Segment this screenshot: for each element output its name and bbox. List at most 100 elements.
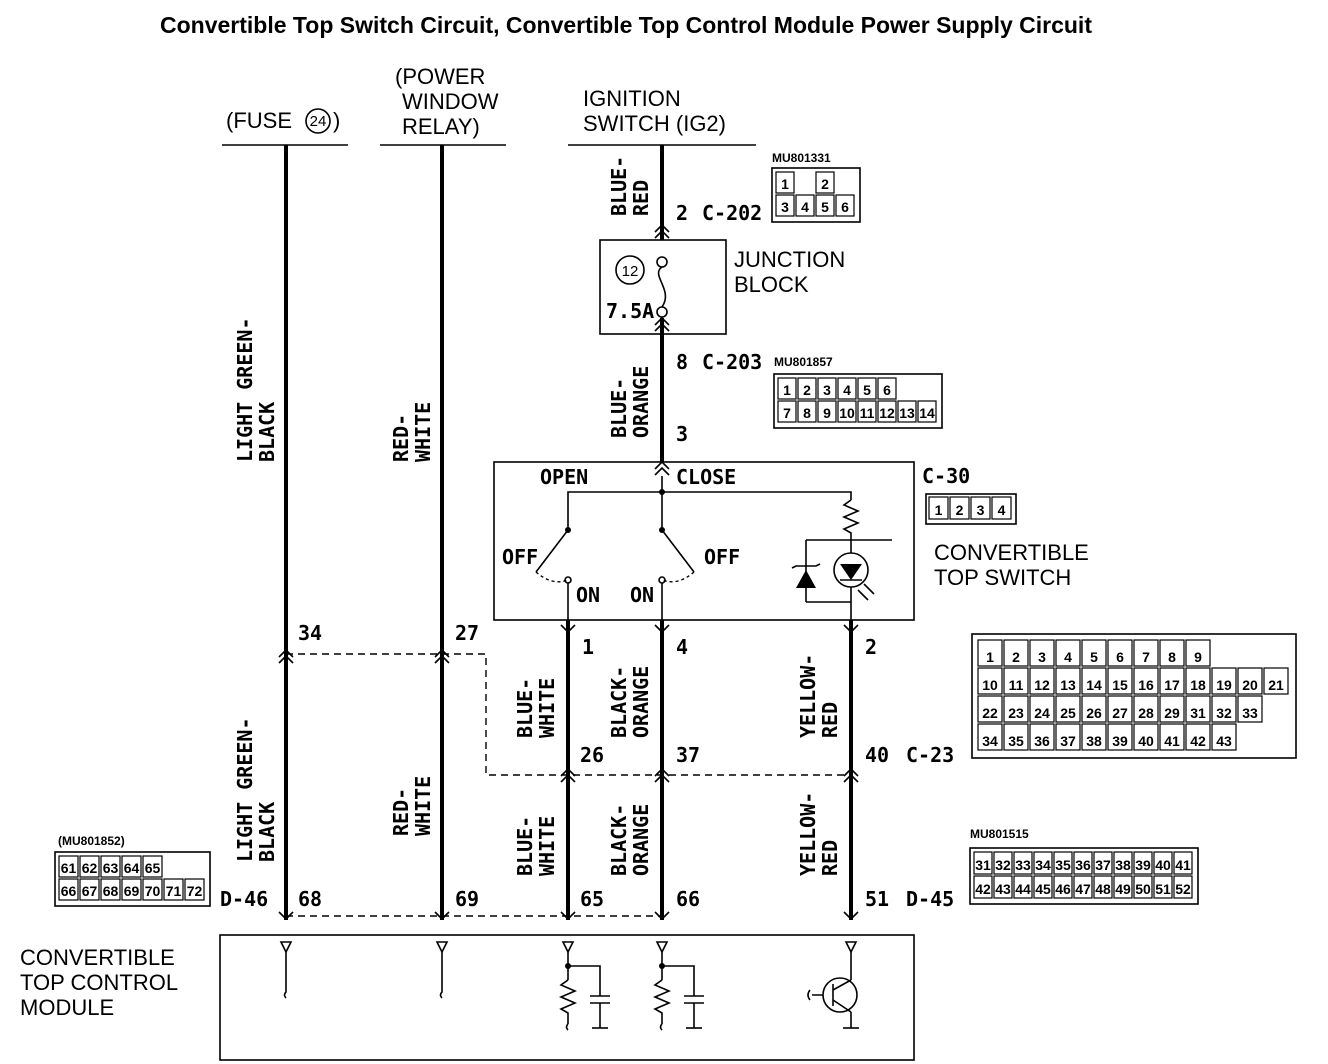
connector-pin-cell — [1107, 695, 1133, 723]
connector-pin-number: 40 — [1155, 857, 1171, 873]
fuse-label-close: ) — [333, 108, 340, 133]
connector-pin-number: 42 — [1190, 733, 1206, 749]
connector-pin-number: 27 — [1112, 705, 1128, 721]
connector-pin-cell — [163, 878, 184, 901]
connector-pin-cell — [1029, 639, 1055, 667]
pin-51: 51 — [865, 887, 889, 911]
connector-pin-cell — [991, 496, 1012, 520]
connector-pin-cell — [1033, 851, 1053, 875]
pin-40: 40 — [865, 743, 889, 767]
connector-pin-number: 22 — [982, 705, 998, 721]
connector-pin-number: 51 — [1155, 881, 1171, 897]
connector-pin-cell — [1093, 851, 1113, 875]
connector-pin-cell — [877, 377, 897, 400]
wire-label-blue-white-lower: BLUE- WHITE — [513, 816, 559, 876]
connector-pin-number: 14 — [919, 405, 935, 421]
connector-pin-number: 4 — [843, 382, 851, 398]
connector-pin-cell — [775, 194, 795, 217]
switch-name-line2: TOP SWITCH — [934, 565, 1071, 590]
connector-pin-number: 71 — [166, 883, 182, 899]
pin-2: 2 — [865, 635, 877, 659]
wire-label-red-white-upper: RED- WHITE — [389, 402, 435, 462]
open-switch-blade — [535, 529, 569, 573]
connector-pin-cell — [775, 171, 795, 194]
connector-pin-cell — [1211, 695, 1237, 723]
connector-pin-number: 17 — [1164, 677, 1180, 693]
fuse-element — [657, 266, 667, 308]
connector-pin-number: 38 — [1115, 857, 1131, 873]
connector-pin-number: 46 — [1055, 881, 1071, 897]
connector-pin-number: 19 — [1216, 677, 1232, 693]
connector-pin-cell — [797, 400, 817, 423]
connector-pin-cell — [1053, 851, 1073, 875]
connector-pin-number: 37 — [1060, 733, 1076, 749]
ignition-line2: SWITCH (IG2) — [583, 111, 726, 136]
svg-text:RED: RED — [818, 702, 842, 738]
switch-common-bus — [567, 491, 852, 530]
pin-26: 26 — [580, 743, 604, 767]
connector-pin-number: 43 — [995, 881, 1011, 897]
module-label-line1: CONVERTIBLE — [20, 945, 175, 970]
connector-c202: C-202 — [702, 201, 762, 225]
wire-label-blue-orange: BLUE- ORANGE — [607, 366, 653, 438]
connector-pin-cell — [1133, 723, 1159, 751]
connector-pin-cell — [79, 855, 100, 878]
connector-pin-cell — [857, 400, 877, 423]
connector-pin-number: 5 — [1090, 649, 1098, 665]
fuse-number: 24 — [310, 113, 327, 130]
connector-pin-cell — [1107, 639, 1133, 667]
connector-pin-cell — [100, 855, 121, 878]
connector-pin-number: 3 — [823, 382, 831, 398]
connector-pin-cell — [815, 194, 835, 217]
connector-pin-number: 6 — [1116, 649, 1124, 665]
convertible-top-switch: OPEN CLOSE OFF ON OFF ON CONVER — [493, 461, 1089, 621]
connector-pin-number: 28 — [1138, 705, 1154, 721]
connector-pin-number: 44 — [1015, 881, 1031, 897]
connector-pin-number: 32 — [995, 857, 1011, 873]
connector-pin-number: 49 — [1115, 881, 1131, 897]
connector-pin-number: 48 — [1095, 881, 1111, 897]
connector-pin-cell — [1053, 875, 1073, 899]
connector-pin-cell — [1211, 723, 1237, 751]
connector-pin-cell — [58, 855, 79, 878]
input-65-circuit — [558, 941, 610, 1031]
wire-label-yellow-red-upper: YELLOW- RED — [796, 654, 842, 738]
connector-pin-number: 61 — [61, 860, 77, 876]
pin-4: 4 — [676, 635, 688, 659]
pin-2-c202: 2 — [676, 201, 688, 225]
connector-pin-cell — [1055, 695, 1081, 723]
open-off-label: OFF — [502, 545, 538, 569]
connector-pin-number: 50 — [1135, 881, 1151, 897]
svg-text:BLACK: BLACK — [255, 402, 279, 462]
connector-pin-number: 5 — [821, 199, 829, 215]
connector-pin-cell — [1029, 695, 1055, 723]
connector-pin-cell — [815, 171, 835, 194]
connector-pin-cell — [928, 496, 949, 520]
svg-text:WHITE: WHITE — [535, 678, 559, 738]
connector-pin-number: 2 — [1012, 649, 1020, 665]
power-window-line1: (POWER — [395, 64, 485, 89]
connector-pin-cell — [1107, 723, 1133, 751]
connector-pin-number: 34 — [1035, 857, 1051, 873]
connector-pin-cell — [1081, 695, 1107, 723]
connector-pin-number: 39 — [1135, 857, 1151, 873]
connector-pin-number: 7 — [783, 405, 791, 421]
connector-pin-number: 8 — [1168, 649, 1176, 665]
connector-pin-cell — [973, 851, 993, 875]
connector-pin-cell — [1003, 723, 1029, 751]
svg-text:BLACK: BLACK — [255, 802, 279, 862]
connector-pin-number: 20 — [1242, 677, 1258, 693]
connector-pin-number: 13 — [899, 405, 915, 421]
connector-pin-number: 37 — [1095, 857, 1111, 873]
power-window-relay-source: (POWER WINDOW RELAY) — [380, 64, 506, 146]
connector-pin-number: 32 — [1216, 705, 1232, 721]
connector-pin-number: 11 — [1009, 677, 1024, 693]
connector-pin-number: 41 — [1175, 857, 1191, 873]
connector-pin-cell — [777, 377, 797, 400]
svg-text:RED: RED — [629, 180, 653, 216]
connector-c203: C-203 — [702, 350, 762, 374]
svg-text:BLUE-: BLUE- — [513, 816, 537, 876]
junction-block-label-2: BLOCK — [734, 272, 809, 297]
